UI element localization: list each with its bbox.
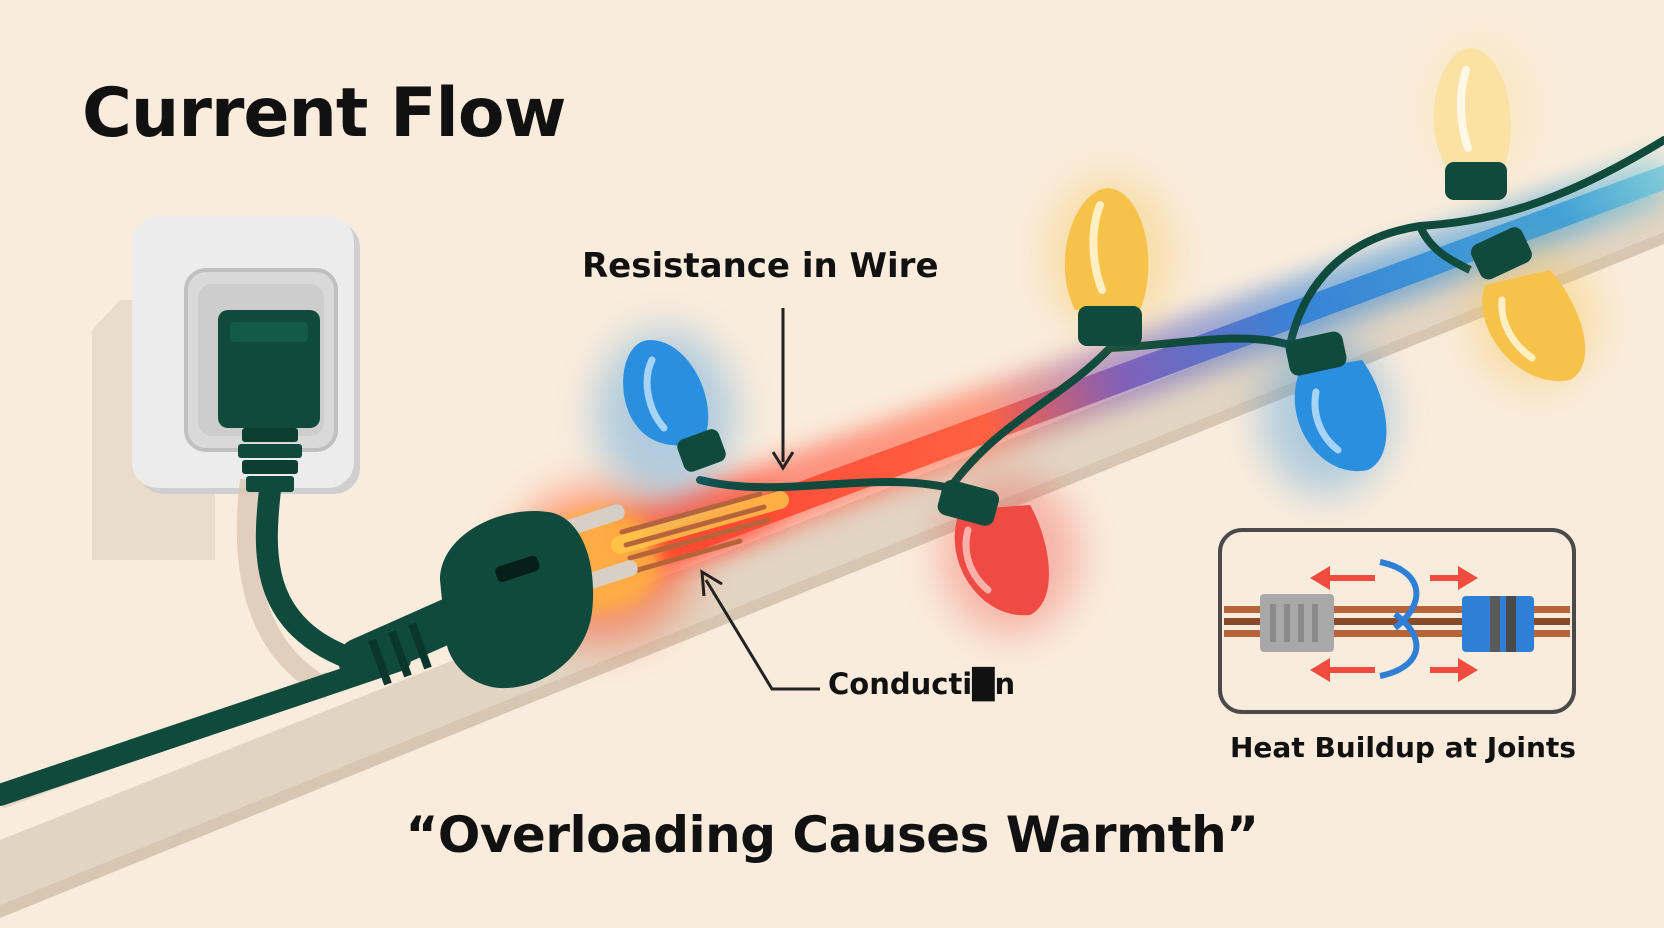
- joints-label: Heat Buildup at Joints: [1230, 731, 1576, 764]
- resistance-label: Resistance in Wire: [582, 246, 939, 286]
- main-cord: [0, 649, 411, 806]
- bulb-icon: [1260, 331, 1390, 495]
- heat-arrow-icon: [1310, 566, 1478, 682]
- conduction-pointer: [700, 569, 820, 691]
- page-title: Current Flow: [82, 74, 566, 153]
- caption: “Overloading Causes Warmth”: [405, 806, 1259, 864]
- current-flow-band: [600, 150, 1664, 585]
- bulb-icon: [937, 475, 1080, 635]
- wall-plug-icon: [218, 310, 371, 673]
- plug-icon: [338, 504, 638, 689]
- bulb-icon: [1425, 35, 1535, 200]
- resistance-pointer: [771, 308, 795, 471]
- bulb-icon: [1045, 175, 1175, 346]
- bulb-icon: [1470, 227, 1600, 390]
- bulb-icon: [595, 330, 735, 500]
- light-string-wire: [696, 136, 1664, 493]
- wire-joint-icon: [1218, 528, 1576, 714]
- copper-coil: [611, 491, 789, 574]
- conduction-label: Conducti█n: [828, 667, 1016, 701]
- baseboard-strip: [0, 180, 1664, 918]
